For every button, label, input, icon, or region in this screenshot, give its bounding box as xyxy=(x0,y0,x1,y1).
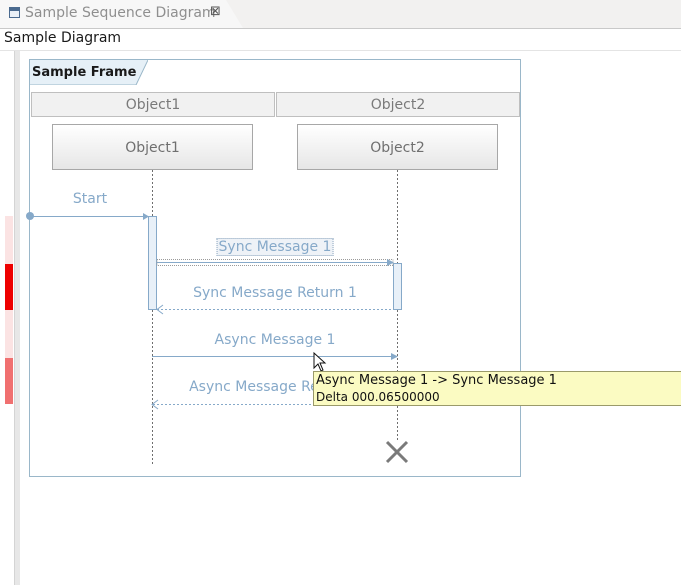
message-label-async-1[interactable]: Async Message 1 xyxy=(214,332,336,348)
header-object2[interactable]: Object2 xyxy=(276,92,520,117)
async-return-1-arrow xyxy=(151,399,159,410)
start-message-arrow xyxy=(143,213,149,220)
lifeline-destroy-x-icon[interactable] xyxy=(385,440,409,464)
tooltip-line-delta: Delta 000.06500000 xyxy=(316,390,440,404)
title-divider xyxy=(0,50,681,51)
lifeline-object1[interactable]: Object1 xyxy=(52,124,253,170)
editor-tab[interactable]: Sample Sequence Diagram ⊠ xyxy=(0,0,243,28)
execution-object2[interactable] xyxy=(393,263,402,310)
close-icon[interactable]: ⊠ xyxy=(210,4,221,19)
editor-tab-bar: Sample Sequence Diagram ⊠ xyxy=(0,0,681,29)
message-label-start[interactable]: Start xyxy=(72,191,108,207)
frame-title-tab xyxy=(30,60,148,85)
sync-message-1-arrow xyxy=(387,259,394,266)
lifeline-object2[interactable]: Object2 xyxy=(297,124,498,170)
frame-tab-outline xyxy=(30,60,148,85)
message-label-sync-1[interactable]: Sync Message 1 xyxy=(216,238,334,256)
message-label-sync-return-1[interactable]: Sync Message Return 1 xyxy=(193,285,357,301)
async-message-1-arrow xyxy=(391,353,398,360)
mouse-pointer-icon xyxy=(313,351,327,372)
ruler-marker-red[interactable] xyxy=(5,264,13,310)
header-object1[interactable]: Object1 xyxy=(31,92,275,117)
sample-frame[interactable] xyxy=(29,59,521,477)
time-delta-tooltip: Async Message 1 -> Sync Message 1 Delta … xyxy=(313,371,681,406)
ruler-marker-pink-1[interactable] xyxy=(5,216,13,264)
execution-object1[interactable] xyxy=(148,216,157,310)
frame-title: Sample Frame xyxy=(32,65,137,80)
overview-ruler[interactable] xyxy=(14,51,20,585)
tooltip-line-messages: Async Message 1 -> Sync Message 1 xyxy=(316,373,557,388)
sync-return-1-arrow xyxy=(156,304,164,315)
diagram-title: Sample Diagram xyxy=(4,30,122,46)
diagram-editor-icon xyxy=(9,7,20,18)
ruler-marker-light-red[interactable] xyxy=(5,358,13,404)
tab-title: Sample Sequence Diagram xyxy=(25,5,216,21)
ruler-marker-pink-2[interactable] xyxy=(5,310,13,358)
